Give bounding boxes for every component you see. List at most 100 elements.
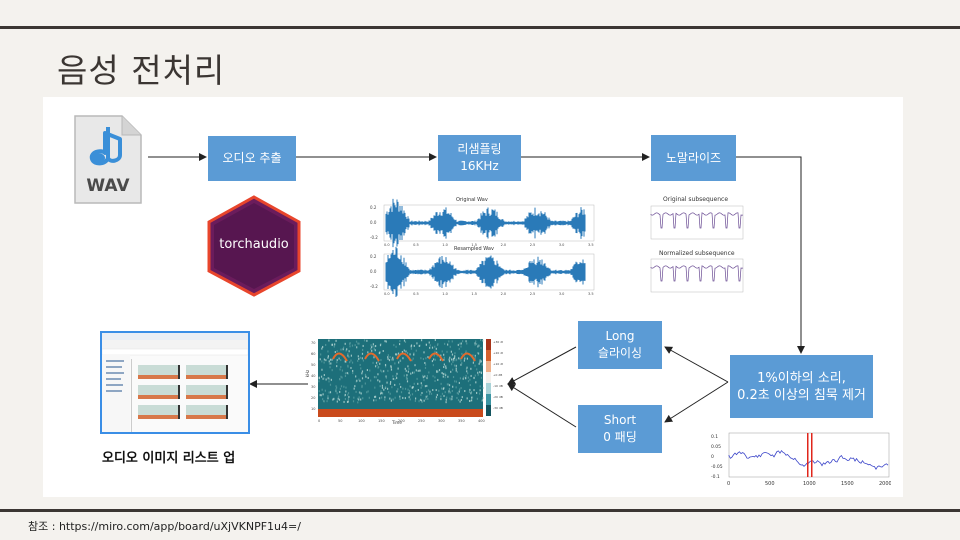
svg-text:+30 dB: +30 dB: [493, 340, 503, 344]
svg-text:3.0: 3.0: [559, 292, 565, 296]
connector-arrows: [148, 153, 805, 428]
svg-text:3.5: 3.5: [588, 292, 594, 296]
arrow-short-to-spectrogram: [507, 383, 577, 428]
torchaudio-logo: torchaudio: [206, 195, 302, 297]
resample-label: 리샘플링: [457, 142, 502, 156]
normalize-step: 노말라이즈: [651, 135, 736, 181]
spectrogram-y-label: kHz: [305, 369, 311, 378]
silence-waveform-figure: 0 500 1000 1500 2000 0.1 0.05 0 -0.05 -0.1: [711, 429, 891, 491]
svg-text:0.0: 0.0: [370, 220, 377, 225]
svg-text:-0.2: -0.2: [370, 284, 378, 289]
svg-text:2000: 2000: [879, 481, 891, 487]
svg-text:0.1: 0.1: [711, 434, 718, 440]
svg-text:0.0: 0.0: [370, 269, 377, 274]
svg-text:50: 50: [311, 363, 315, 367]
svg-text:1.5: 1.5: [471, 292, 477, 296]
svg-text:500: 500: [765, 481, 775, 487]
svg-text:60: 60: [311, 352, 315, 356]
svg-text:100: 100: [358, 419, 365, 423]
svg-text:0.0: 0.0: [384, 292, 390, 296]
svg-text:-30 dB: -30 dB: [493, 406, 503, 410]
svg-text:-20 dB: -20 dB: [493, 395, 503, 399]
image-list-caption: 오디오 이미지 리스트 업: [102, 451, 236, 466]
resample-rate: 16KHz: [460, 159, 499, 173]
arrow-normalize-to-silence: [736, 156, 805, 354]
svg-text:+10 dB: +10 dB: [493, 362, 503, 366]
subsequence-plots: [650, 205, 744, 293]
svg-text:20: 20: [311, 396, 315, 400]
svg-text:0: 0: [711, 454, 714, 460]
short-padding-step: Short 0 패딩: [578, 405, 662, 453]
svg-text:0.2: 0.2: [370, 254, 377, 259]
svg-text:3.0: 3.0: [559, 243, 565, 247]
svg-text:0: 0: [727, 481, 730, 487]
resampled-wave-title: Resampled Wav: [454, 246, 494, 252]
spectrogram-x-label: Time: [392, 420, 402, 425]
original-subsequence-title: Original subsequence: [663, 196, 729, 203]
waveform-comparison-figure: 0.2 0.0 -0.2 0.0 0.5 1.0 1.5 2.0 2.5 3.0 3.5 0.2 0.0…: [366, 197, 598, 297]
svg-text:0.0: 0.0: [384, 243, 390, 247]
svg-text:1000: 1000: [803, 481, 816, 487]
svg-text:250: 250: [418, 419, 425, 423]
svg-text:0.5: 0.5: [413, 243, 419, 247]
waveform-plots: 0.2 0.0 -0.2 0.0 0.5 1.0 1.5 2.0 2.5 3.0 3.5 0.2 0.0…: [370, 198, 595, 297]
arrow-long-to-spectrogram: [507, 346, 577, 385]
svg-text:1.5: 1.5: [471, 243, 477, 247]
short-label: Short: [603, 413, 637, 427]
svg-text:0: 0: [318, 419, 320, 423]
svg-text:2.5: 2.5: [530, 243, 536, 247]
silence-removal-step: 1%이하의 소리, 0.2초 이상의 침묵 제거: [730, 355, 873, 418]
normalized-subsequence-title: Normalized subsequence: [659, 250, 735, 257]
bottom-rule: [0, 509, 960, 512]
svg-text:150: 150: [378, 419, 385, 423]
subsequence-comparison-figure: Original subsequence Normalized subseque…: [641, 195, 746, 301]
slicing-label: 슬라이싱: [597, 346, 643, 360]
svg-text:400: 400: [478, 419, 485, 423]
svg-text:1.0: 1.0: [442, 292, 448, 296]
padding-label: 0 패딩: [603, 430, 637, 444]
original-wave-title: Original Wav: [456, 197, 488, 203]
svg-text:3.5: 3.5: [588, 243, 594, 247]
long-slicing-step: Long 슬라이싱: [578, 321, 662, 369]
svg-text:350: 350: [458, 419, 465, 423]
wav-label: WAV: [86, 176, 130, 196]
svg-text:300: 300: [438, 419, 445, 423]
svg-text:50: 50: [338, 419, 342, 423]
svg-text:1.0: 1.0: [442, 243, 448, 247]
svg-text:70: 70: [311, 341, 315, 345]
wav-file-icon: WAV: [72, 113, 144, 206]
svg-text:0.2: 0.2: [370, 205, 377, 210]
svg-text:+20 dB: +20 dB: [493, 351, 503, 355]
arrow-silence-to-long: [664, 346, 729, 383]
torchaudio-logo-text: torchaudio: [219, 237, 289, 252]
page-title: 음성 전처리: [57, 51, 226, 90]
svg-text:-0.1: -0.1: [711, 474, 720, 480]
reference-link-text: 참조 : https://miro.com/app/board/uXjVKNPF…: [28, 520, 301, 533]
silence-waveform-plot: 0 500 1000 1500 2000 0.1 0.05 0 -0.05 -0.1: [711, 432, 891, 487]
top-rule: [0, 26, 960, 29]
svg-text:-0.05: -0.05: [711, 464, 723, 470]
svg-text:0.05: 0.05: [711, 444, 721, 450]
silence-rule-line1: 1%이하의 소리,: [757, 370, 846, 386]
svg-text:-10 dB: -10 dB: [493, 384, 503, 388]
diagram-panel: WAV 오디오 추출 리샘플링 16KHz 노말라이즈 1%이하의 소리, 0.…: [43, 97, 903, 497]
svg-text:2.0: 2.0: [501, 243, 507, 247]
svg-text:-0.2: -0.2: [370, 235, 378, 240]
svg-text:2.0: 2.0: [501, 292, 507, 296]
svg-text:200: 200: [398, 419, 405, 423]
svg-text:10: 10: [311, 407, 315, 411]
svg-text:0.5: 0.5: [413, 292, 419, 296]
long-label: Long: [605, 329, 635, 343]
arrow-silence-to-short: [664, 381, 729, 423]
resample-step: 리샘플링 16KHz: [438, 135, 521, 181]
svg-text:30: 30: [311, 385, 315, 389]
extract-audio-step: 오디오 추출: [208, 136, 296, 181]
svg-text:2.5: 2.5: [530, 292, 536, 296]
silence-rule-line2: 0.2초 이상의 침묵 제거: [737, 387, 866, 403]
svg-text:40: 40: [311, 374, 315, 378]
image-list-screenshot: [100, 331, 250, 434]
svg-text:1500: 1500: [841, 481, 854, 487]
svg-text:+0 dB: +0 dB: [493, 373, 502, 377]
